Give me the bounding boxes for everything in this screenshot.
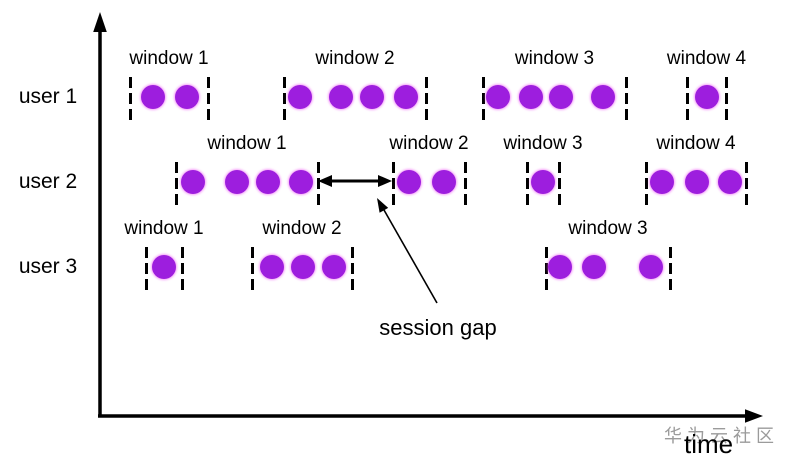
- window-label: window 2: [262, 218, 342, 239]
- event-dot: [548, 255, 572, 279]
- event-dot: [291, 255, 315, 279]
- user-label: user 3: [18, 255, 78, 278]
- session-gap-arrowhead-right: [378, 175, 392, 187]
- window-edge-left: [144, 247, 148, 290]
- window-edge-right: [557, 162, 561, 205]
- window-edge-left: [128, 77, 132, 120]
- user-label: user 2: [18, 170, 78, 193]
- event-dot: [256, 170, 280, 194]
- window-label: window 3: [503, 133, 583, 154]
- window-edge-right: [624, 77, 628, 120]
- window-label: window 4: [656, 133, 736, 154]
- window-label: window 3: [514, 48, 595, 69]
- user-label: user 1: [18, 85, 78, 108]
- window-edge-right: [350, 247, 354, 290]
- event-dot: [322, 255, 346, 279]
- session-gap-pointer-line: [383, 209, 438, 304]
- window-edge-left: [282, 77, 286, 120]
- window-edge-left: [174, 162, 178, 205]
- window-edge-left: [685, 77, 689, 120]
- event-dot: [591, 85, 615, 109]
- event-dot: [360, 85, 384, 109]
- event-dot: [685, 170, 709, 194]
- window-label: window 1: [207, 133, 287, 154]
- event-dot: [519, 85, 543, 109]
- window-edge-right: [463, 162, 467, 205]
- window-label: window 4: [666, 48, 747, 69]
- event-dot: [397, 170, 421, 194]
- window-label: window 2: [389, 133, 469, 154]
- window-label: window 2: [315, 48, 395, 69]
- window-edge-left: [481, 77, 485, 120]
- event-dot: [486, 85, 510, 109]
- event-dot: [718, 170, 742, 194]
- window-edge-right: [180, 247, 184, 290]
- window-label: window 3: [568, 218, 648, 239]
- event-dot: [181, 170, 205, 194]
- event-dot: [225, 170, 249, 194]
- event-dot: [531, 170, 555, 194]
- event-dot: [549, 85, 573, 109]
- window-edge-right: [316, 162, 320, 205]
- time-axis-label: time: [684, 429, 734, 459]
- event-dot: [695, 85, 719, 109]
- window-edge-left: [525, 162, 529, 205]
- x-axis-arrowhead: [745, 409, 763, 423]
- window-edge-right: [668, 247, 672, 290]
- y-axis-arrowhead: [93, 12, 107, 32]
- window-label: window 1: [124, 218, 204, 239]
- window-edge-right: [744, 162, 748, 205]
- event-dot: [329, 85, 353, 109]
- event-dot: [175, 85, 199, 109]
- window-edge-left: [544, 247, 548, 290]
- event-dot: [260, 255, 284, 279]
- window-edge-right: [724, 77, 728, 120]
- session-gap-label: session gap: [379, 315, 497, 340]
- window-edge-right: [424, 77, 428, 120]
- watermark: 华为云社区: [664, 426, 779, 446]
- event-dot: [639, 255, 663, 279]
- window-edge-right: [206, 77, 210, 120]
- window-edge-left: [391, 162, 395, 205]
- event-dot: [650, 170, 674, 194]
- event-dot: [141, 85, 165, 109]
- event-dot: [394, 85, 418, 109]
- event-dot: [288, 85, 312, 109]
- event-dot: [432, 170, 456, 194]
- event-dot: [289, 170, 313, 194]
- window-label: window 1: [129, 48, 209, 69]
- event-dot: [152, 255, 176, 279]
- session-gap-pointer-arrowhead: [377, 198, 389, 213]
- window-edge-left: [644, 162, 648, 205]
- event-dot: [582, 255, 606, 279]
- session-gap-arrowhead-left: [318, 175, 332, 187]
- window-edge-left: [250, 247, 254, 290]
